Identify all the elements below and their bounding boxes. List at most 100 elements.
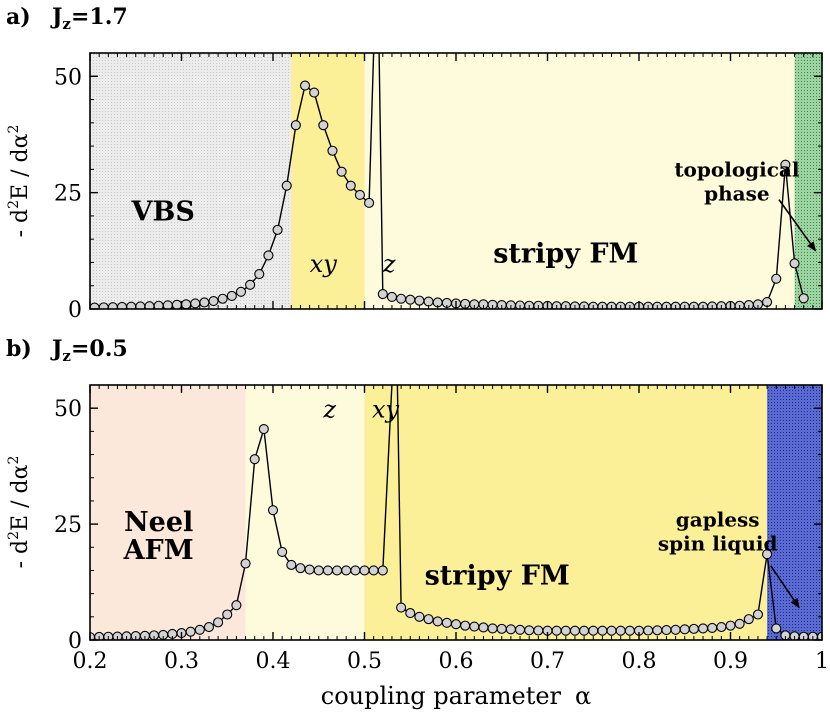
panel-b-data-point xyxy=(277,546,288,557)
panel-a-data-point xyxy=(190,298,201,309)
panel-b-annotation-line-1: spin liquid xyxy=(658,531,778,555)
panel-b-data-point xyxy=(258,423,269,435)
panel-b-data-point xyxy=(505,624,516,635)
panel-a-data-point xyxy=(386,291,398,302)
panel-b-data-point xyxy=(450,619,462,630)
panel-b-data-point xyxy=(606,625,617,636)
panel-a-region-label-0: VBS xyxy=(131,197,195,228)
panel-a-data-point xyxy=(226,290,237,302)
panel-b-data-point xyxy=(185,626,196,637)
panel-a-data-point xyxy=(181,299,192,309)
panel-b-ytick-label: 25 xyxy=(54,513,82,538)
panel-b-xtick-label: 0.8 xyxy=(622,649,657,674)
panel-a-jz-value: =1.7 xyxy=(71,4,128,30)
panel-a-data-point xyxy=(771,273,782,284)
panel-b-data-point xyxy=(231,600,242,611)
panel-a-data-point xyxy=(798,293,809,304)
panel-b-data-point xyxy=(514,624,526,635)
panel-b-data-point xyxy=(222,609,233,620)
panel-a-region-label-2: stripy FM xyxy=(493,238,638,269)
panel-b-data-point xyxy=(524,625,535,636)
panel-a-data-point xyxy=(107,302,118,309)
panel-b-data-point xyxy=(670,624,681,635)
panel-b-annotation-line-0: gapless xyxy=(676,507,760,531)
panel-b-data-point xyxy=(661,624,672,636)
panel-b-ylabel: - d2E / dα2 xyxy=(6,456,33,569)
panel-a-data-point xyxy=(405,294,416,305)
panel-b-data-point xyxy=(213,617,224,628)
panel-b-data-point xyxy=(359,565,370,576)
panel-b-annotation-arrow xyxy=(770,565,800,609)
panel-a-data-point xyxy=(116,301,128,309)
panel-b-data-point xyxy=(643,625,654,636)
panel-b-data-point xyxy=(771,623,782,634)
panel-b-label: b) xyxy=(6,336,32,362)
panel-b-data-point xyxy=(697,623,709,634)
panel-a-data-point xyxy=(327,145,338,156)
panel-b-data-point xyxy=(304,564,315,575)
panel-b-ytick-label: 0 xyxy=(68,629,82,654)
panel-b-ytick-label: 50 xyxy=(54,397,82,422)
panel-a-annotation-line-0: topological xyxy=(674,157,800,181)
panel-b-data-point xyxy=(679,624,690,635)
panel-a-data-point xyxy=(377,289,388,300)
panel-b-data-point xyxy=(341,565,352,576)
panel-a-region-3 xyxy=(794,53,822,309)
panel-b-xtick-label: 0.2 xyxy=(73,649,108,674)
panel-b-data-point xyxy=(487,623,498,634)
panel-b-data-point xyxy=(533,625,544,636)
panel-b-data-point xyxy=(331,565,343,576)
panel-b-data-point xyxy=(762,549,773,560)
panel-b-data-point xyxy=(579,625,590,636)
panel-a-data-point xyxy=(309,87,320,98)
panel-b-data-point xyxy=(478,622,489,633)
panel-b-data-point xyxy=(816,631,822,640)
panel-b-data-point xyxy=(615,625,626,636)
panel-b-region-label-1: AFM xyxy=(123,535,194,566)
panel-b-data-point xyxy=(350,565,361,576)
panel-a-ytick-label: 25 xyxy=(54,182,82,207)
panel-b-jz-value: =0.5 xyxy=(71,336,128,362)
panel-b-xtick-label: 0.6 xyxy=(439,649,474,674)
panel-b-data-point xyxy=(295,563,306,574)
panel-a-data-point xyxy=(336,166,347,177)
panel-b-data-point xyxy=(249,454,260,465)
panel-a-data-point xyxy=(199,297,210,308)
panel-b-data-point xyxy=(624,625,635,636)
panel-b-region-3 xyxy=(767,385,822,640)
panel-b-data-point xyxy=(569,625,581,636)
panel-b-data-point xyxy=(469,621,480,632)
panel-a-data-point xyxy=(423,296,434,307)
panel-b-region-2 xyxy=(364,385,768,640)
panel-a-data-point xyxy=(171,299,182,309)
panel-b-region-label-0: Neel xyxy=(124,507,193,538)
panel-b-data-point xyxy=(432,616,443,627)
panel-b-data-point xyxy=(322,565,333,576)
panel-b-data-point xyxy=(716,621,727,633)
panel-b-xtick-label: 0.3 xyxy=(164,649,199,674)
panel-a-data-point xyxy=(299,80,311,91)
panel-b-data-point xyxy=(752,609,764,620)
panel-b-data-point xyxy=(588,625,599,636)
panel-a-data-point xyxy=(281,180,292,191)
panel-b-data-point xyxy=(414,611,425,622)
panel-b-data-point xyxy=(734,618,745,629)
panel-a-jz-symbol: J xyxy=(50,4,62,30)
panel-a-data-point xyxy=(208,296,219,307)
panel-b-data-point xyxy=(441,617,452,628)
panel-b-data-point xyxy=(688,623,699,634)
panel-b-data-point xyxy=(313,565,324,576)
panel-a-data-point xyxy=(90,302,100,309)
panel-a-annotation-arrow xyxy=(778,199,817,252)
panel-b-data-point xyxy=(423,614,434,625)
panel-a-data-point xyxy=(126,301,137,309)
panel-b-xtick-label: 0.9 xyxy=(713,649,748,674)
panel-b-jz: Jz=0.5 xyxy=(50,336,128,365)
panel-a-data-point xyxy=(254,269,265,280)
panel-b-data-point xyxy=(597,625,608,636)
panel-b-xtick-label: 0.4 xyxy=(256,649,291,674)
panel-a-jz: Jz=1.7 xyxy=(50,4,128,33)
